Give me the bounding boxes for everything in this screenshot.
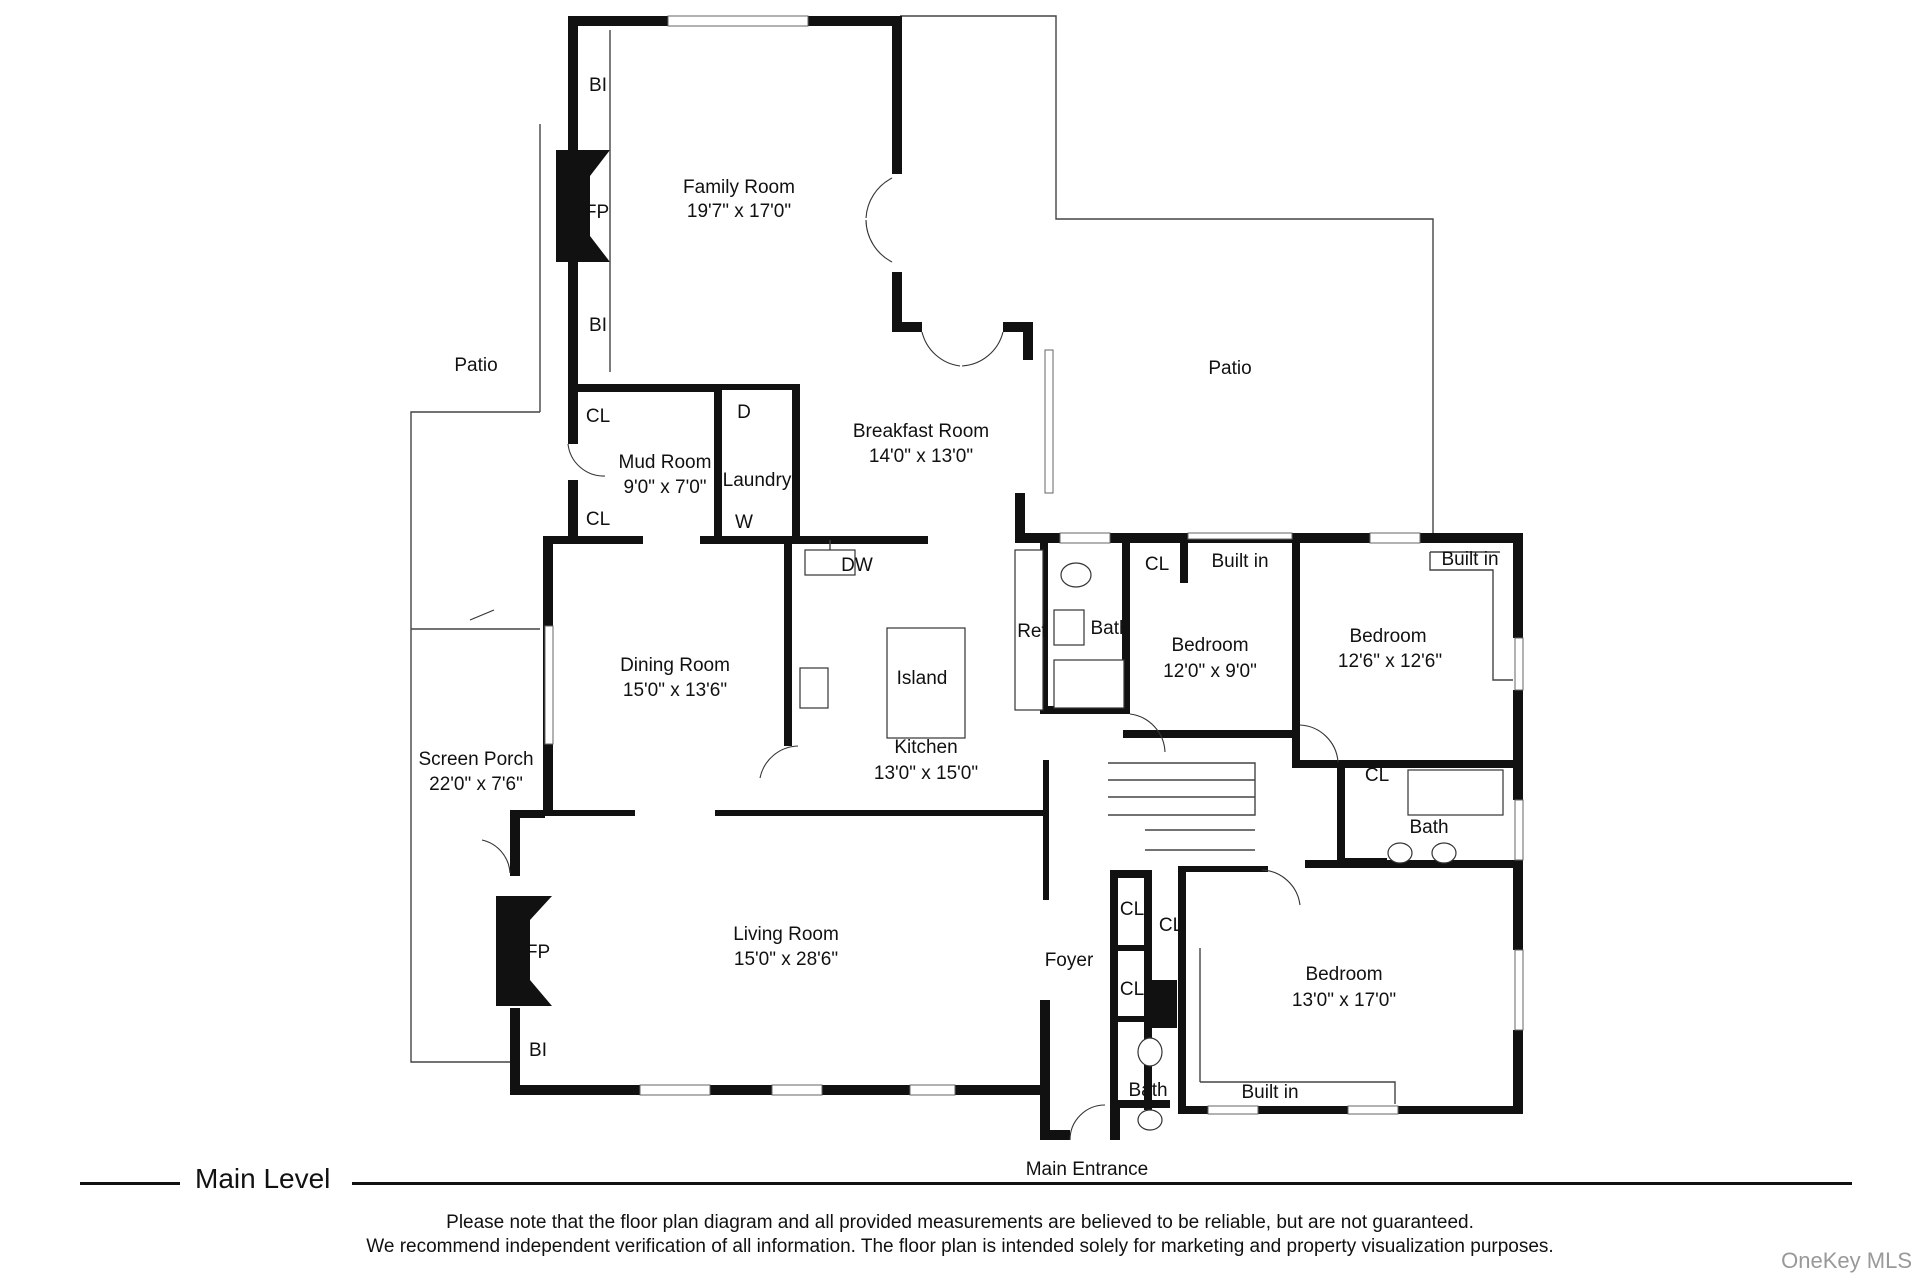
foyer-label: Foyer — [1045, 950, 1094, 971]
patio-right-label: Patio — [1208, 358, 1251, 379]
footer-rule-right — [352, 1182, 1852, 1185]
washer-label: W — [735, 512, 753, 533]
cl-label-foyer-1: CL — [1120, 899, 1144, 920]
main-entrance-label: Main Entrance — [1026, 1159, 1149, 1180]
kitchen-dims: 13'0" x 15'0" — [874, 763, 978, 784]
dryer-label: D — [737, 402, 751, 423]
windows — [544, 15, 1524, 1115]
level-title: Main Level — [195, 1163, 331, 1194]
dining-room-name: Dining Room — [620, 655, 730, 676]
bi-label-2: BI — [589, 315, 607, 336]
cl-label-bath-2: CL — [1365, 765, 1389, 786]
bath-1-label: Bath — [1090, 618, 1129, 639]
disclaimer-line-1: Please note that the floor plan diagram … — [446, 1212, 1474, 1233]
built-in-label-bed-1: Built in — [1211, 551, 1268, 572]
dishwasher-label: DW — [841, 555, 873, 576]
laundry-label: Laundry — [723, 470, 792, 491]
cl-label-foyer-3: CL — [1120, 979, 1144, 1000]
family-room-name: Family Room — [683, 177, 795, 198]
cl-label-mud-2: CL — [586, 509, 610, 530]
built-in-label-bed-2: Built in — [1441, 549, 1498, 570]
screen-porch-name: Screen Porch — [418, 749, 533, 770]
cl-label-foyer-2: CL — [1159, 915, 1183, 936]
footer-rule-left — [80, 1182, 180, 1185]
bedroom-3-dims: 13'0" x 17'0" — [1292, 990, 1396, 1011]
ref-label: Ref — [1017, 621, 1047, 642]
cl-label-mud-1: CL — [586, 406, 610, 427]
screen-porch-dims: 22'0" x 7'6" — [429, 774, 523, 795]
disclaimer-line-2: We recommend independent verification of… — [366, 1236, 1554, 1257]
living-room-dims: 15'0" x 28'6" — [734, 949, 838, 970]
patio-outlines — [410, 15, 1434, 1063]
fp-label-2: FP — [526, 942, 550, 963]
mud-room-dims: 9'0" x 7'0" — [623, 477, 706, 498]
built-in-label-bed-3: Built in — [1241, 1082, 1298, 1103]
mud-room-name: Mud Room — [619, 452, 712, 473]
bi-label-1: BI — [589, 75, 607, 96]
feature-labels: BI FP BI CL CL D W DW Ref CL Built in Bu… — [526, 75, 1499, 1103]
island-label: Island — [897, 668, 948, 689]
kitchen-name: Kitchen — [894, 737, 957, 758]
cl-label-bed-1: CL — [1145, 554, 1169, 575]
patio-left-label: Patio — [454, 355, 497, 376]
bi-label-3: BI — [529, 1040, 547, 1061]
living-room-name: Living Room — [733, 924, 839, 945]
bedroom-2-dims: 12'6" x 12'6" — [1338, 651, 1442, 672]
breakfast-room-name: Breakfast Room — [853, 421, 989, 442]
room-labels: Family Room 19'7" x 17'0" Breakfast Room… — [418, 177, 1448, 1180]
family-room-dims: 19'7" x 17'0" — [687, 201, 791, 222]
fp-label-1: FP — [585, 202, 609, 223]
bedroom-1-dims: 12'0" x 9'0" — [1163, 661, 1257, 682]
bath-3-label: Bath — [1128, 1080, 1167, 1101]
fixtures — [609, 30, 1513, 1131]
breakfast-room-dims: 14'0" x 13'0" — [869, 446, 973, 467]
dining-room-dims: 15'0" x 13'6" — [623, 680, 727, 701]
bedroom-1-name: Bedroom — [1171, 635, 1248, 656]
brand-logo-text: OneKey MLS — [1781, 1248, 1912, 1273]
bedroom-3-name: Bedroom — [1305, 964, 1382, 985]
bedroom-2-name: Bedroom — [1349, 626, 1426, 647]
doors — [469, 177, 1339, 1141]
bath-2-label: Bath — [1409, 817, 1448, 838]
